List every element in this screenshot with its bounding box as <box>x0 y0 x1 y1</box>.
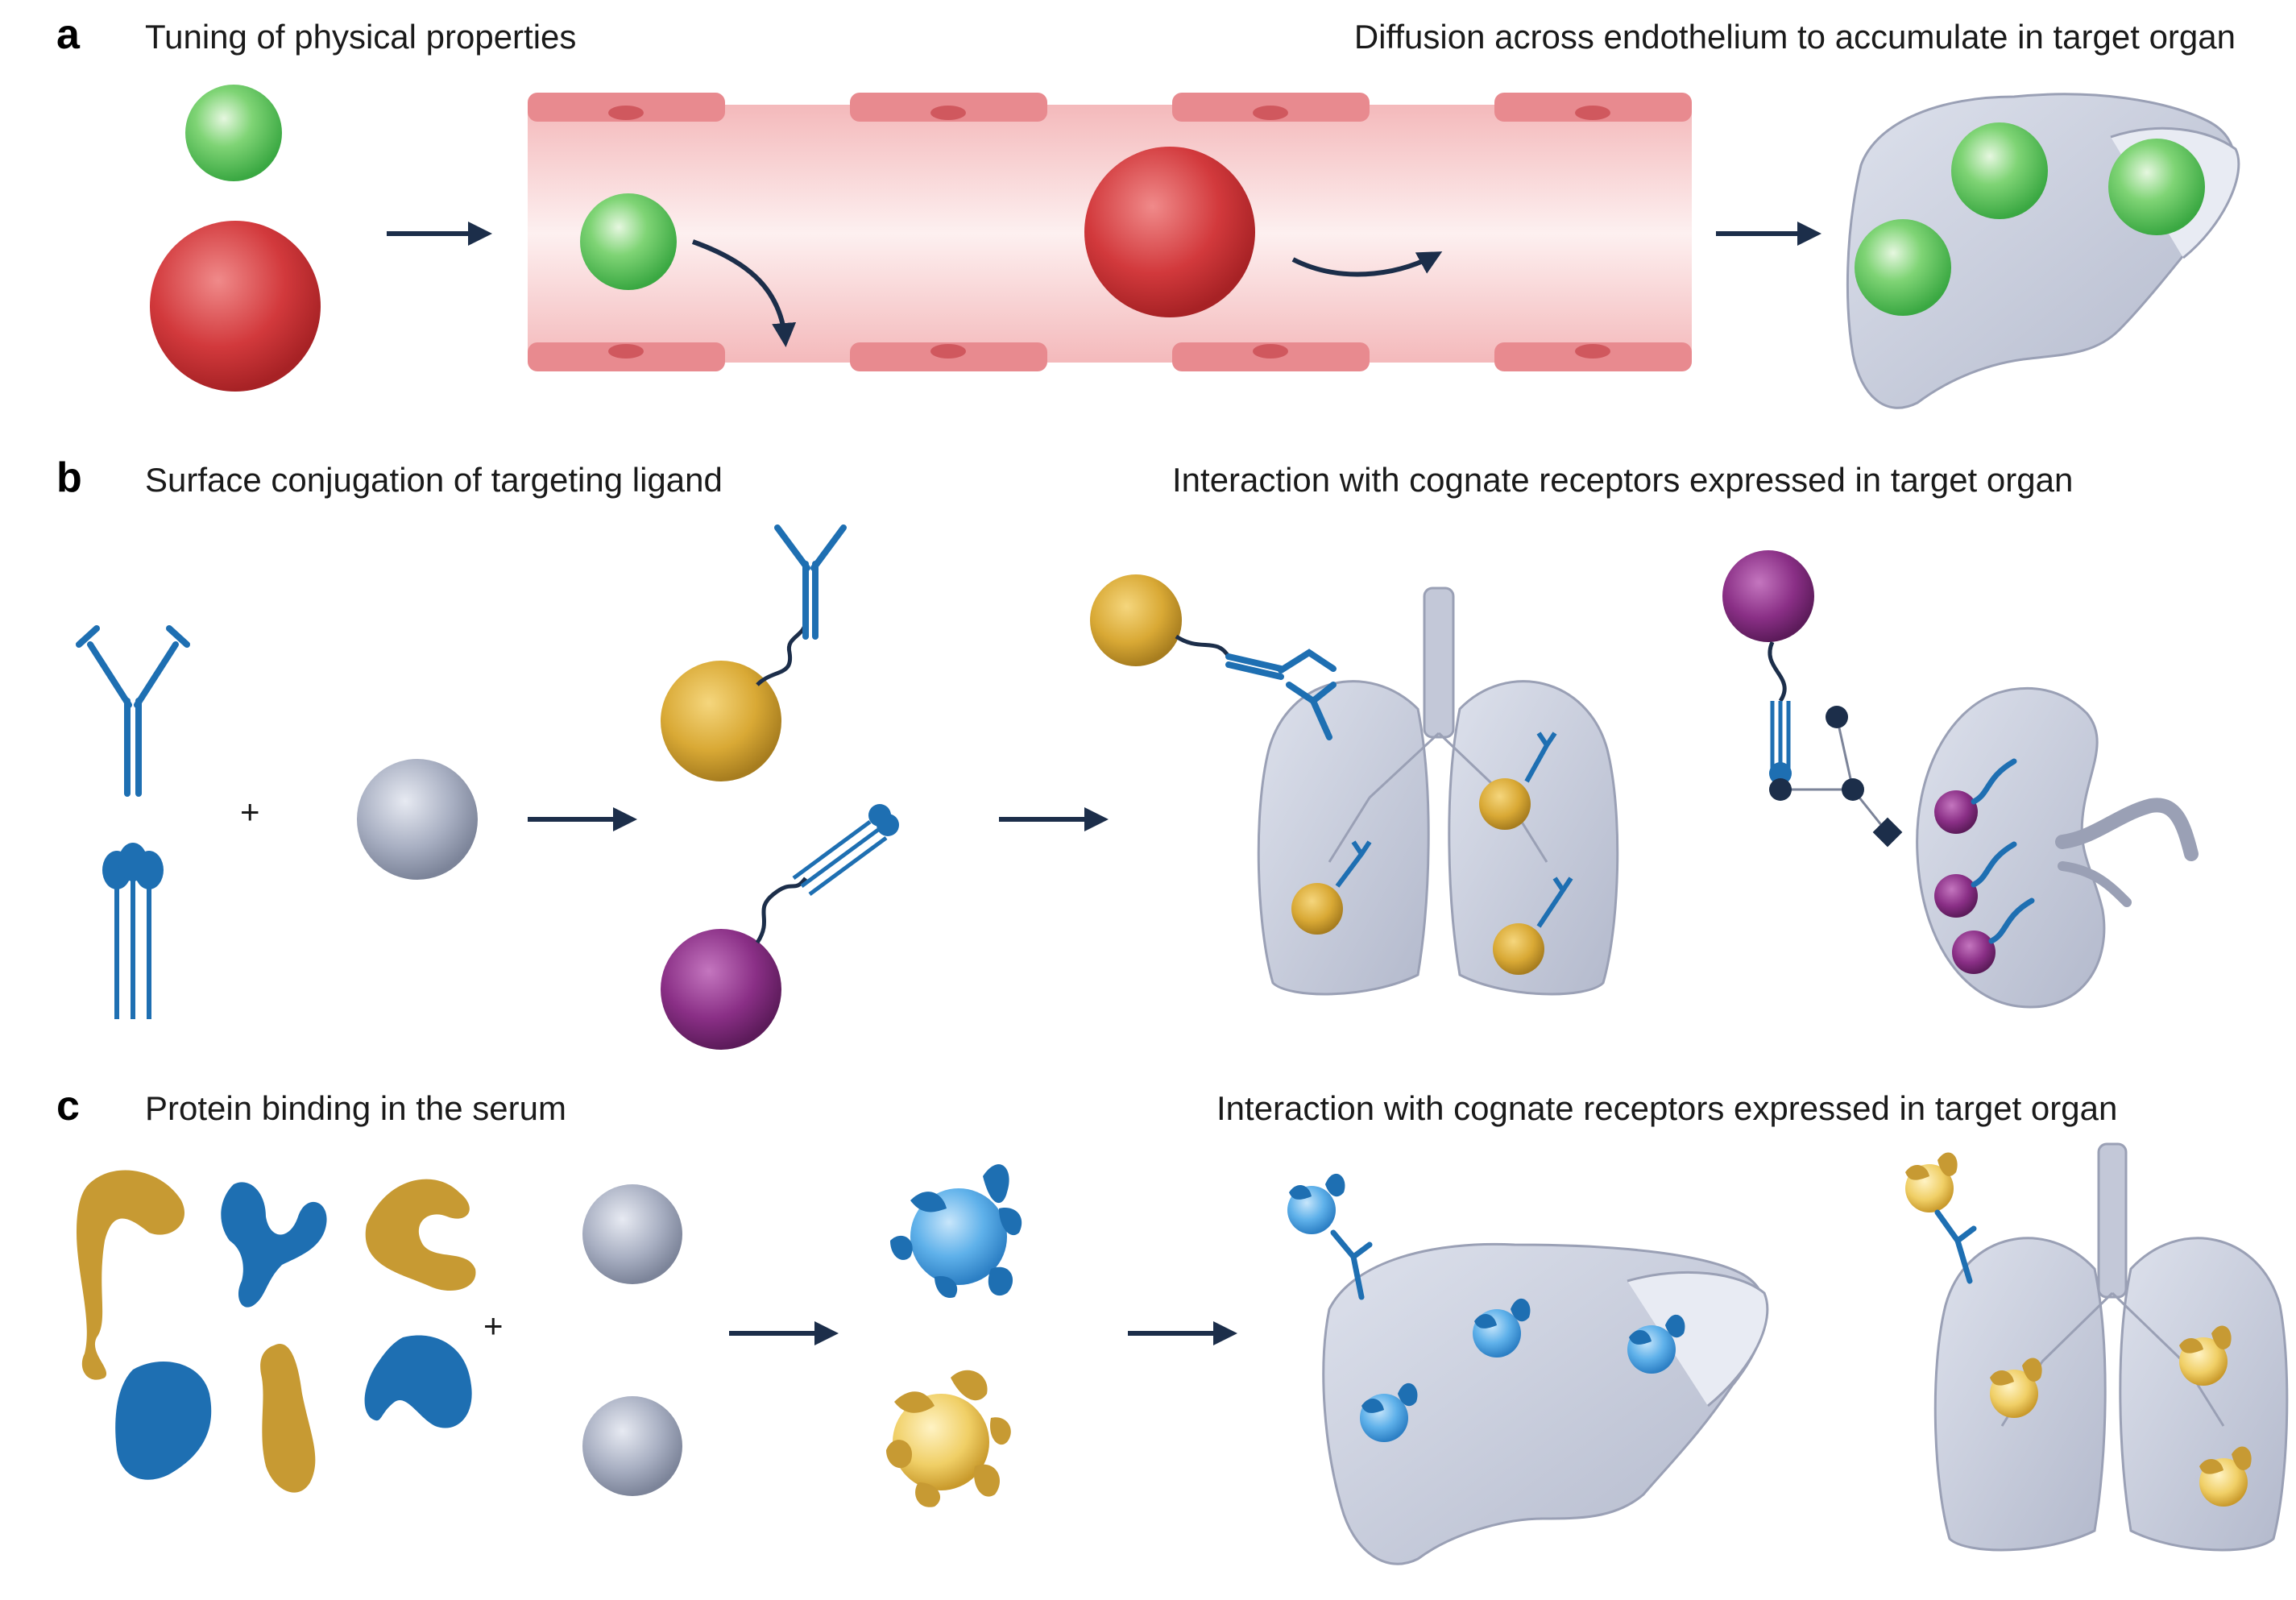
large-red-nanoparticle <box>150 221 321 392</box>
panel-c-right-caption: Interaction with cognate receptors expre… <box>1216 1089 2117 1127</box>
panel-letter-a: a <box>56 11 81 58</box>
flow-arrow-icon <box>1291 251 1443 277</box>
grey-nanoparticle-2 <box>582 1396 682 1496</box>
purple-nanoparticle-kidney-3 <box>1952 931 1996 974</box>
gold-nanoparticle-lung-2 <box>1479 778 1531 830</box>
ligand-icon <box>102 843 164 1019</box>
liver-icon-c <box>1322 1242 1769 1565</box>
gold-corona-nanoparticles-in-lung <box>1905 1152 2252 1507</box>
panel-a-right-caption: Diffusion across endothelium to accumula… <box>1354 18 2236 56</box>
purple-nanoparticle-kidney-2 <box>1934 874 1978 918</box>
lung-receptors <box>1335 732 1573 928</box>
serum-proteins-icon <box>77 1170 476 1493</box>
purple-nanoparticle-kidney-1 <box>1934 790 1978 834</box>
panel-letter-b: b <box>56 454 82 501</box>
protein-corona-gold-icon <box>886 1370 1011 1507</box>
panel-c: c Protein binding in the serum Interacti… <box>56 1083 2289 1565</box>
plus-sign-c: + <box>483 1307 504 1345</box>
panel-a: a Tuning of physical properties Diffusio… <box>56 11 2240 409</box>
panel-b: b Surface conjugation of targeting ligan… <box>56 454 2199 1050</box>
antibody-icon <box>76 625 190 797</box>
lung-receptor-icon <box>1934 1209 1977 1284</box>
gold-nanoparticle-binding <box>1090 574 1182 666</box>
green-nanoparticle-in-liver-1 <box>1951 122 2048 219</box>
green-nanoparticle-in-liver-2 <box>2108 139 2205 235</box>
gold-nanoparticle-lung-1 <box>1291 883 1343 935</box>
red-nanoparticle-in-vessel <box>1084 147 1255 317</box>
liver-receptor-icon <box>1330 1229 1373 1300</box>
antibody-receptor-binding-icon <box>1225 649 1337 740</box>
ligand-receptor-binding-icon <box>1769 701 1792 785</box>
ligand-conjugated-nanoparticle <box>661 804 899 1050</box>
green-nanoparticle-in-vessel <box>580 193 677 290</box>
kidney-receptors <box>1971 758 2035 944</box>
green-nanoparticle-in-liver-3 <box>1855 219 1951 316</box>
linker-b2 <box>1768 640 1787 703</box>
panel-b-left-caption: Surface conjugation of targeting ligand <box>145 461 723 499</box>
protein-corona-icon <box>890 1164 1022 1298</box>
small-green-nanoparticle <box>185 85 282 181</box>
grey-nanoparticle-1 <box>582 1184 682 1284</box>
purple-nanoparticle-binding <box>1722 550 1814 642</box>
plus-sign-b: + <box>240 793 260 831</box>
blue-corona-nanoparticles-in-liver <box>1287 1173 1685 1442</box>
linker-b1 <box>1175 634 1231 658</box>
gold-nanoparticle-lung-3 <box>1493 923 1544 975</box>
panel-b-right-caption: Interaction with cognate receptors expre… <box>1172 461 2073 499</box>
panel-letter-c: c <box>56 1083 80 1130</box>
panel-c-left-caption: Protein binding in the serum <box>145 1089 566 1127</box>
antibody-conjugated-nanoparticle <box>661 524 847 781</box>
grey-nanoparticle <box>357 759 478 880</box>
glycan-icon <box>1769 706 1903 848</box>
extravasation-arrow-icon <box>691 239 797 347</box>
panel-a-left-caption: Tuning of physical properties <box>145 18 576 56</box>
